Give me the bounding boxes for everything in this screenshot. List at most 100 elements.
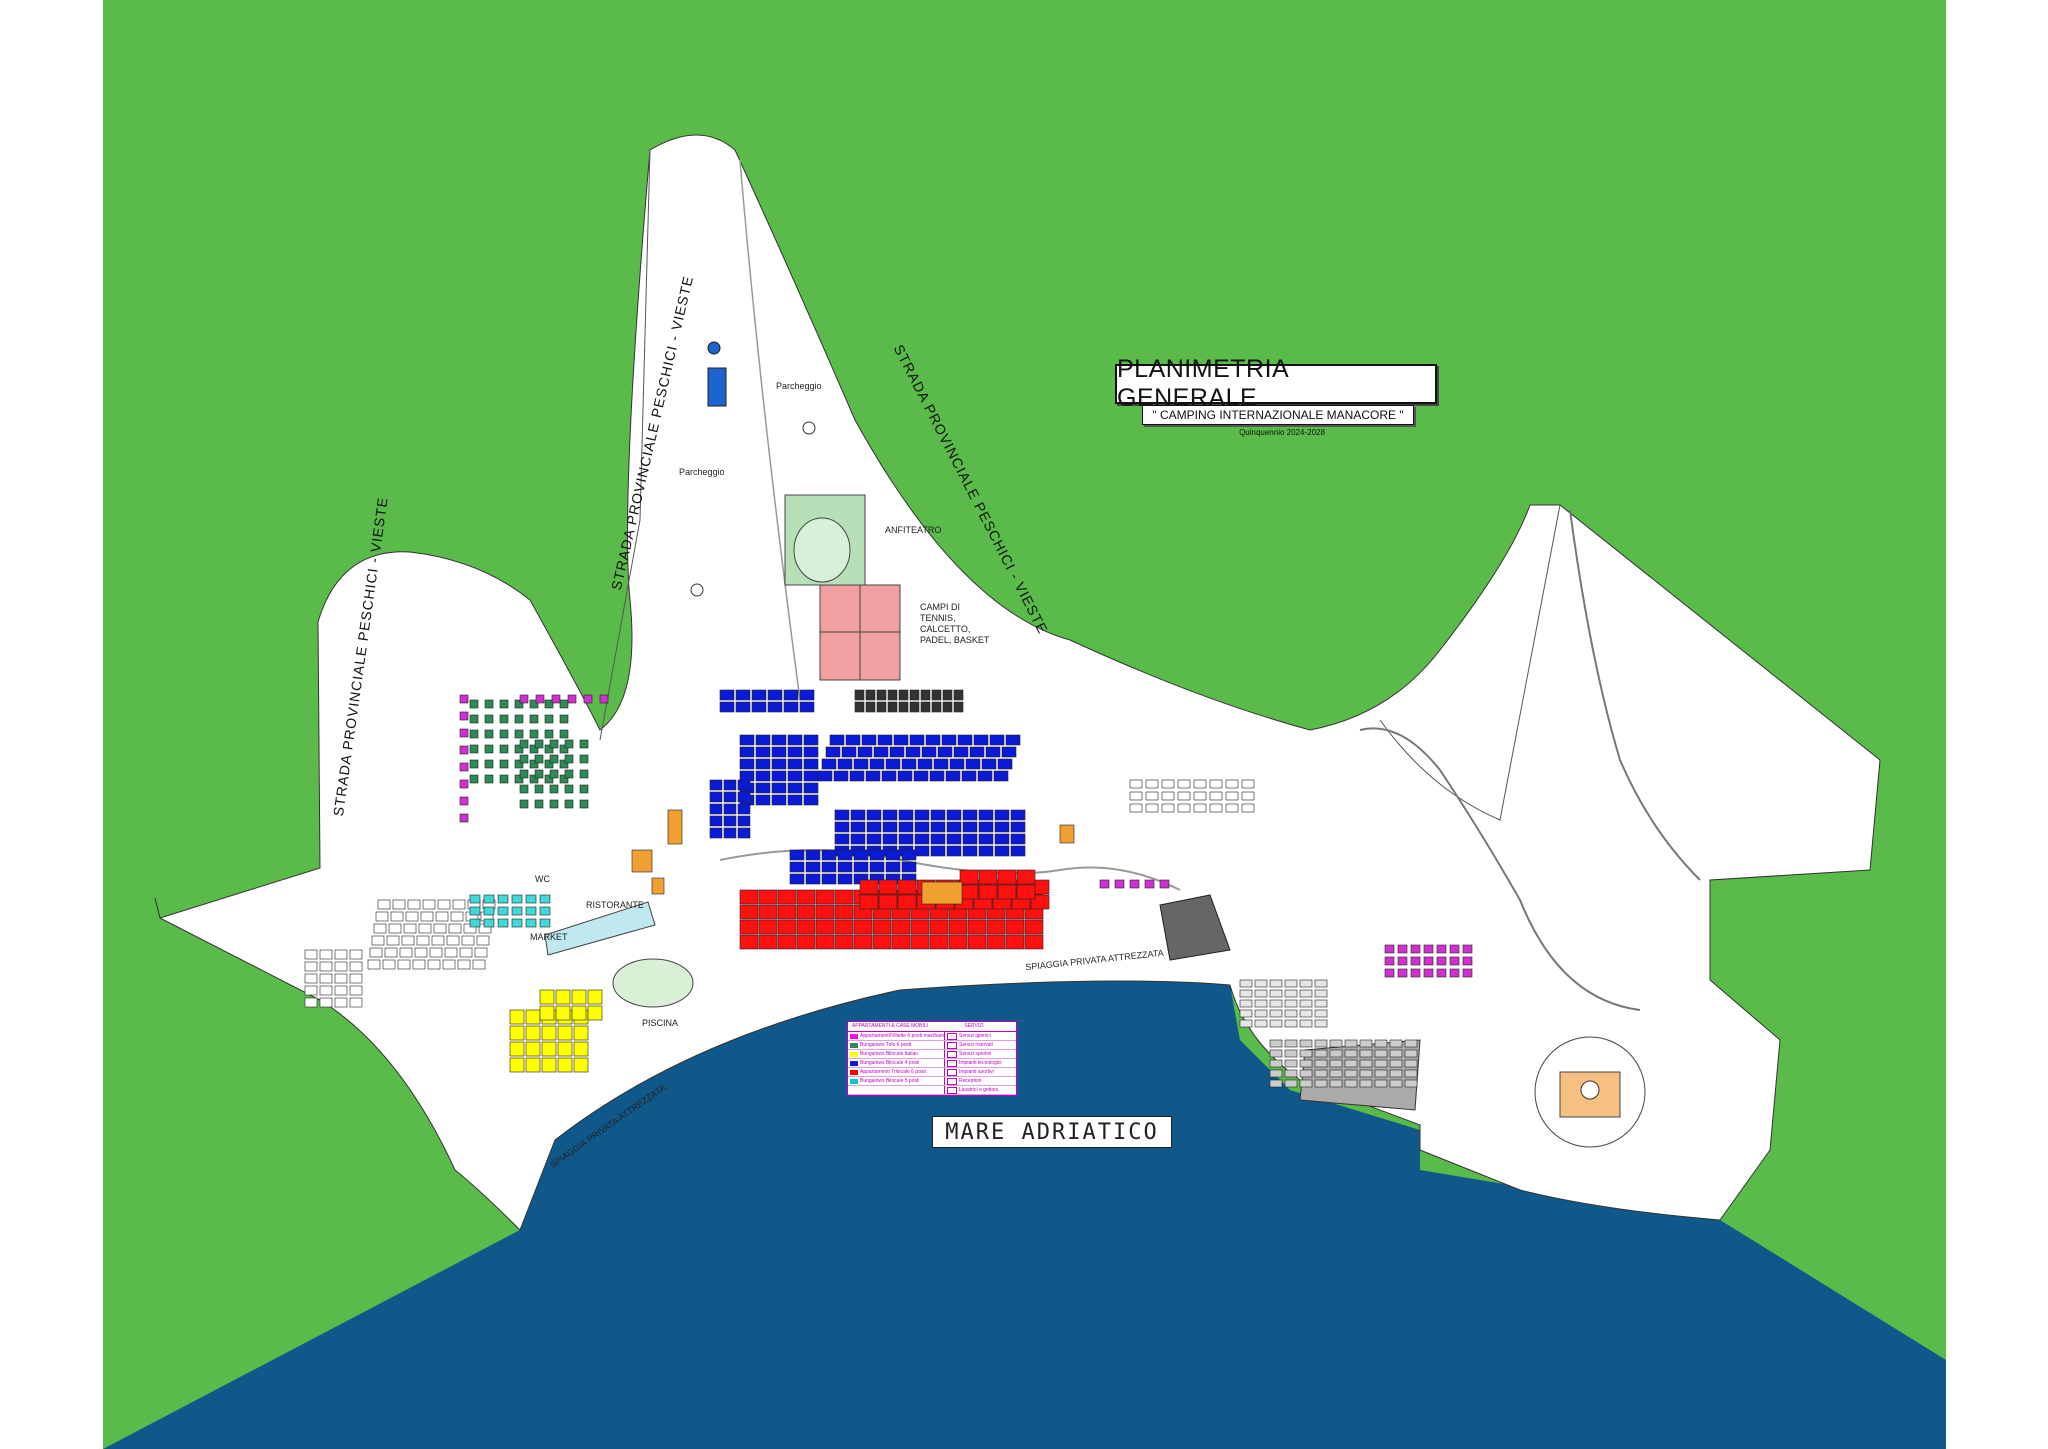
red-unit xyxy=(978,884,998,900)
legend-right-cell: Reception xyxy=(945,1077,1016,1085)
grey-unit xyxy=(1359,1049,1373,1058)
red-unit xyxy=(978,869,998,885)
blue-unit xyxy=(917,758,933,770)
legend-left-text: Bungalows Trilo 6 posti xyxy=(860,1042,912,1048)
dark-unit xyxy=(953,689,964,701)
grey-unit xyxy=(1284,1049,1298,1058)
cyan-unit xyxy=(525,894,537,904)
blue-unit xyxy=(994,845,1010,857)
blue-unit xyxy=(735,689,751,701)
green-unit xyxy=(544,759,554,769)
legend-service-box xyxy=(947,1032,957,1040)
green-unit xyxy=(499,729,509,739)
blue-unit xyxy=(850,833,866,845)
internal-road-center xyxy=(739,159,801,701)
magenta-unit xyxy=(1384,956,1395,966)
white-unit xyxy=(377,899,391,910)
grey-unit xyxy=(1284,989,1298,998)
magenta-unit xyxy=(1129,879,1140,889)
green-unit xyxy=(544,729,554,739)
blue-unit xyxy=(1010,845,1026,857)
grey-unit xyxy=(1314,1079,1328,1088)
grey-unit xyxy=(1404,1079,1418,1088)
blue-unit xyxy=(850,821,866,833)
magenta-unit xyxy=(1397,944,1408,954)
green-unit xyxy=(534,754,544,764)
green-unit xyxy=(534,739,544,749)
grey-unit xyxy=(1239,1009,1253,1018)
white-unit xyxy=(1193,803,1207,813)
grey-unit xyxy=(1254,979,1268,988)
green-unit xyxy=(564,784,574,794)
white-unit xyxy=(386,935,400,946)
blue-unit xyxy=(709,779,723,791)
technical-building xyxy=(707,367,727,407)
blue-unit xyxy=(739,770,755,782)
blue-unit xyxy=(965,758,981,770)
dark-unit xyxy=(876,689,887,701)
white-unit xyxy=(367,959,381,970)
red-unit xyxy=(796,904,816,920)
white-unit xyxy=(1225,803,1239,813)
blue-unit xyxy=(737,815,751,827)
legend-swatch xyxy=(850,1078,858,1084)
blue-unit xyxy=(909,734,925,746)
legend-service-box xyxy=(947,1086,957,1094)
white-unit xyxy=(349,997,363,1008)
grey-unit xyxy=(1374,1039,1388,1048)
legend-right-text: Lavatrici e gettoni xyxy=(959,1087,999,1093)
blue-unit xyxy=(739,746,755,758)
legend-right-text: Impianti tecnologici xyxy=(959,1060,1002,1066)
blue-unit xyxy=(803,746,819,758)
green-unit xyxy=(544,699,554,709)
white-unit xyxy=(420,911,434,922)
red-unit xyxy=(929,934,949,950)
magenta-unit xyxy=(459,813,469,823)
dark-unit xyxy=(931,701,942,713)
yellow-unit xyxy=(509,1025,525,1041)
blue-unit xyxy=(803,770,819,782)
blue-unit xyxy=(755,782,771,794)
green-unit xyxy=(534,769,544,779)
white-unit xyxy=(416,935,430,946)
blue-unit xyxy=(803,734,819,746)
white-unit xyxy=(304,997,318,1008)
legend-left-cell: Bungalows Trilo 6 posti xyxy=(848,1041,945,1049)
magenta-unit xyxy=(459,728,469,738)
blue-unit xyxy=(969,746,985,758)
green-unit xyxy=(559,744,569,754)
red-unit xyxy=(815,934,835,950)
white-unit xyxy=(1161,779,1175,789)
blue-unit xyxy=(803,794,819,806)
red-unit xyxy=(948,934,968,950)
blue-unit xyxy=(885,849,901,861)
grey-unit xyxy=(1359,1059,1373,1068)
magenta-unit xyxy=(1397,956,1408,966)
magenta-unit xyxy=(1410,956,1421,966)
blue-unit xyxy=(929,770,945,782)
grey-unit xyxy=(1404,1049,1418,1058)
grey-unit xyxy=(1254,1009,1268,1018)
blue-unit xyxy=(723,803,737,815)
cyan-unit xyxy=(483,918,495,928)
white-unit xyxy=(319,973,333,984)
green-unit xyxy=(534,784,544,794)
white-unit xyxy=(1241,791,1255,801)
green-unit xyxy=(579,769,589,779)
label-piscina: PISCINA xyxy=(642,1018,679,1028)
legend-right-text: Servizi sportivi xyxy=(959,1051,992,1057)
white-unit xyxy=(319,961,333,972)
magenta-unit xyxy=(1144,879,1155,889)
parking-symbol xyxy=(690,583,704,597)
white-unit xyxy=(334,973,348,984)
cyan-unit xyxy=(511,906,523,916)
white-unit xyxy=(1241,803,1255,813)
magenta-unit xyxy=(583,694,593,704)
grey-unit xyxy=(1254,999,1268,1008)
white-unit xyxy=(1129,791,1143,801)
white-unit xyxy=(1161,803,1175,813)
blue-unit xyxy=(771,782,787,794)
yellow-unit xyxy=(525,1057,541,1073)
legend-service-box xyxy=(947,1077,957,1085)
